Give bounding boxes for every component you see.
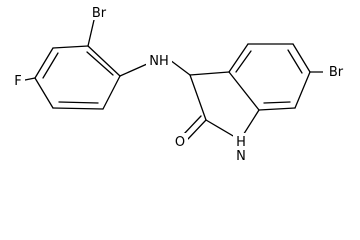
bond [294,71,311,109]
bond-double-inner [287,49,303,74]
atom-br-top: Br [88,4,110,21]
bond [102,75,121,110]
bond [87,45,121,77]
atom-o-label: O [175,135,185,150]
bond [87,19,95,47]
atom-nh-amine-label: NH [149,54,169,69]
atom-f-label: F [14,74,21,89]
atom-f: F [11,72,25,89]
atom-h-ring-label: H [236,135,246,150]
bond [187,119,207,140]
bond [258,107,296,111]
molecule-structure: Br NH F Br O H N [11,4,347,163]
bond [189,74,207,121]
atom-labels: Br NH F Br O H N [11,4,347,163]
bond-double-inner [235,50,252,73]
bond-layer [24,19,326,141]
bond-double-inner [42,52,59,79]
atom-o: O [172,133,188,150]
bond [228,71,260,111]
bond [189,71,230,76]
bond [119,63,148,77]
atom-br-right: Br [323,63,347,80]
bond-double-inner [58,101,99,104]
bond-double-inner [263,101,291,104]
bond [52,45,89,49]
bond [52,107,104,110]
atom-n-ring-label: N [236,149,246,163]
bond [24,77,36,81]
bond [292,43,311,73]
atom-n-ring: H N [233,133,249,163]
bond [228,43,249,73]
atom-nh-amine: NH [146,52,172,69]
bond [34,47,54,79]
bond [169,59,191,76]
bond-double-inner [86,51,114,76]
bond [34,77,54,109]
bond-double-outer [183,115,202,135]
atom-br-right-label: Br [329,65,344,80]
atom-br-top-label: Br [92,6,107,21]
